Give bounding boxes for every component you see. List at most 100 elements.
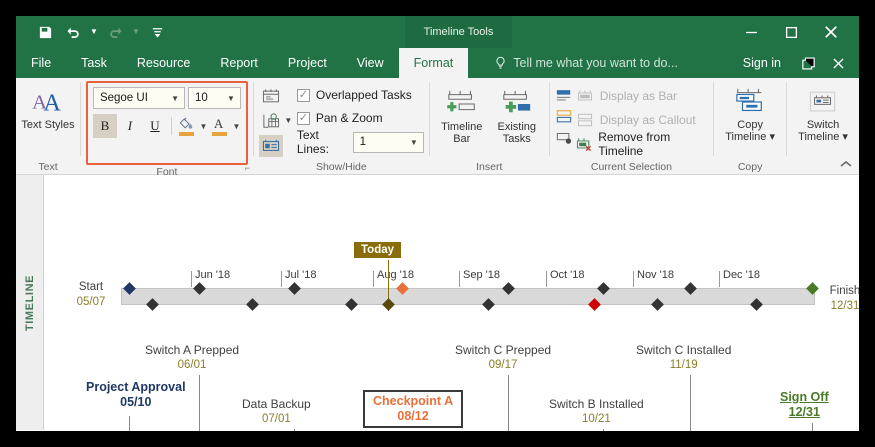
italic-button[interactable]: I — [127, 118, 133, 133]
tab-project[interactable]: Project — [287, 56, 327, 70]
display-as-callout-label: Display as Callout — [599, 113, 696, 127]
callout-style-icon[interactable] — [555, 107, 573, 125]
collapse-ribbon-icon[interactable] — [839, 159, 853, 172]
close-document-icon[interactable] — [823, 48, 853, 78]
group-divider — [786, 82, 788, 156]
group-label-text: Text — [38, 161, 58, 173]
today-marker-line — [388, 260, 389, 311]
group-label-copy: Copy — [737, 161, 763, 173]
display-as-bar-button[interactable]: Display as Bar — [576, 85, 708, 107]
existing-tasks-label-line2: Tasks — [502, 133, 531, 145]
display-as-callout-button[interactable]: Display as Callout — [576, 109, 708, 131]
svg-text:A: A — [43, 89, 61, 116]
month-label: Aug '18 — [377, 269, 414, 281]
background-color-icon[interactable] — [176, 114, 198, 138]
text-styles-button[interactable]: A A Text Styles — [21, 81, 75, 131]
copy-timeline-button[interactable]: Copy Timeline ▾ — [719, 81, 781, 143]
switch-timeline-icon — [807, 85, 839, 119]
month-tick — [719, 271, 720, 287]
milestone-title: Switch C Prepped — [455, 343, 552, 357]
redo-icon[interactable] — [102, 19, 128, 45]
font-name-value: Segoe UI — [99, 92, 148, 104]
text-lines-combo[interactable]: 1 ▼ — [352, 131, 424, 153]
timeline-bar-label-line2: Bar — [453, 133, 471, 145]
font-dialog-launcher-icon[interactable]: ⌐ — [244, 163, 250, 173]
undo-icon[interactable] — [60, 19, 86, 45]
remove-from-timeline-label: Remove from Timeline — [598, 130, 671, 158]
display-as-callout-icon — [576, 111, 594, 129]
group-divider — [80, 82, 81, 156]
timeline-bar-button[interactable]: Timeline Bar — [435, 83, 489, 145]
close-icon[interactable] — [811, 17, 851, 47]
milestone-date: 11/19 — [669, 359, 698, 371]
tab-report[interactable]: Report — [220, 56, 258, 70]
undo-dropdown-icon[interactable]: ▼ — [90, 27, 98, 36]
milestone-leader-line — [812, 423, 813, 431]
sign-in-button[interactable]: Sign in — [742, 56, 781, 70]
timeline-options-icon[interactable] — [555, 128, 573, 146]
timeline-view-label-strip[interactable]: TIMELINE — [16, 175, 44, 430]
finish-date: 12/31 — [830, 300, 859, 312]
chevron-down-icon: ▼ — [171, 93, 179, 103]
lightbulb-icon — [494, 56, 507, 70]
milestone-leader-line — [603, 429, 604, 431]
redo-dropdown-icon[interactable]: ▼ — [132, 27, 140, 36]
tab-format[interactable]: Format — [398, 48, 469, 78]
minimize-icon[interactable] — [731, 17, 771, 47]
milestone-title: Project Approval — [86, 380, 186, 394]
underline-button[interactable]: U — [150, 118, 160, 133]
tab-task[interactable]: Task — [81, 56, 107, 70]
month-tick — [281, 271, 282, 287]
chevron-down-icon: ▼ — [226, 93, 235, 103]
bar-style-icon[interactable] — [555, 86, 573, 104]
customize-qat-icon[interactable] — [144, 19, 170, 45]
existing-tasks-button[interactable]: Existing Tasks — [490, 83, 544, 145]
ribbon-group-switch-timeline: Switch Timeline ▾ — [787, 78, 859, 175]
save-icon[interactable] — [32, 19, 58, 45]
pan-and-zoom-label: Pan & Zoom — [315, 111, 383, 125]
milestone-date: 06/01 — [177, 359, 207, 371]
tell-me-box[interactable]: Tell me what you want to do... — [494, 48, 678, 78]
date-format-icon[interactable] — [259, 85, 283, 107]
bold-button[interactable]: B — [92, 114, 117, 138]
milestone-title: Switch B Installed — [549, 397, 644, 411]
remove-from-timeline-button[interactable]: Remove from Timeline — [576, 130, 708, 158]
timeline-axis-bar[interactable] — [121, 288, 815, 305]
month-tick — [191, 271, 192, 287]
timescale-dropdown-icon[interactable]: ▼ — [284, 116, 293, 125]
divider — [170, 117, 172, 135]
font-size-combo[interactable]: 10 ▼ — [188, 87, 241, 109]
tab-view[interactable]: View — [356, 56, 384, 70]
project-window: ▼ ▼ Timeline Tools File Task — [16, 16, 859, 431]
milestone-leader-line — [294, 429, 295, 431]
checkbox-pan-and-zoom[interactable]: ✓ Pan & Zoom — [296, 108, 424, 128]
tab-resource[interactable]: Resource — [136, 56, 191, 70]
switch-timeline-button[interactable]: Switch Timeline ▾ — [792, 81, 854, 143]
milestone-leader-line — [199, 375, 200, 431]
restore-icon[interactable] — [771, 17, 811, 47]
ribbon-display-options-icon[interactable] — [793, 48, 823, 78]
detailed-timeline-icon[interactable] — [258, 134, 283, 157]
font-name-combo[interactable]: Segoe UI ▼ — [92, 87, 186, 109]
timescale-icon[interactable] — [259, 110, 283, 132]
start-date: 05/07 — [76, 296, 106, 308]
font-color-icon[interactable]: A — [209, 114, 231, 138]
ribbon: A A Text Styles Text Segoe UI ▼ — [16, 78, 859, 178]
font-color-dropdown-icon[interactable]: ▼ — [232, 121, 241, 131]
tab-file[interactable]: File — [31, 56, 52, 70]
window-controls — [731, 16, 851, 48]
background-color-dropdown-icon[interactable]: ▼ — [199, 121, 208, 131]
checkbox-overlapped-tasks[interactable]: ✓ Overlapped Tasks — [296, 85, 424, 105]
